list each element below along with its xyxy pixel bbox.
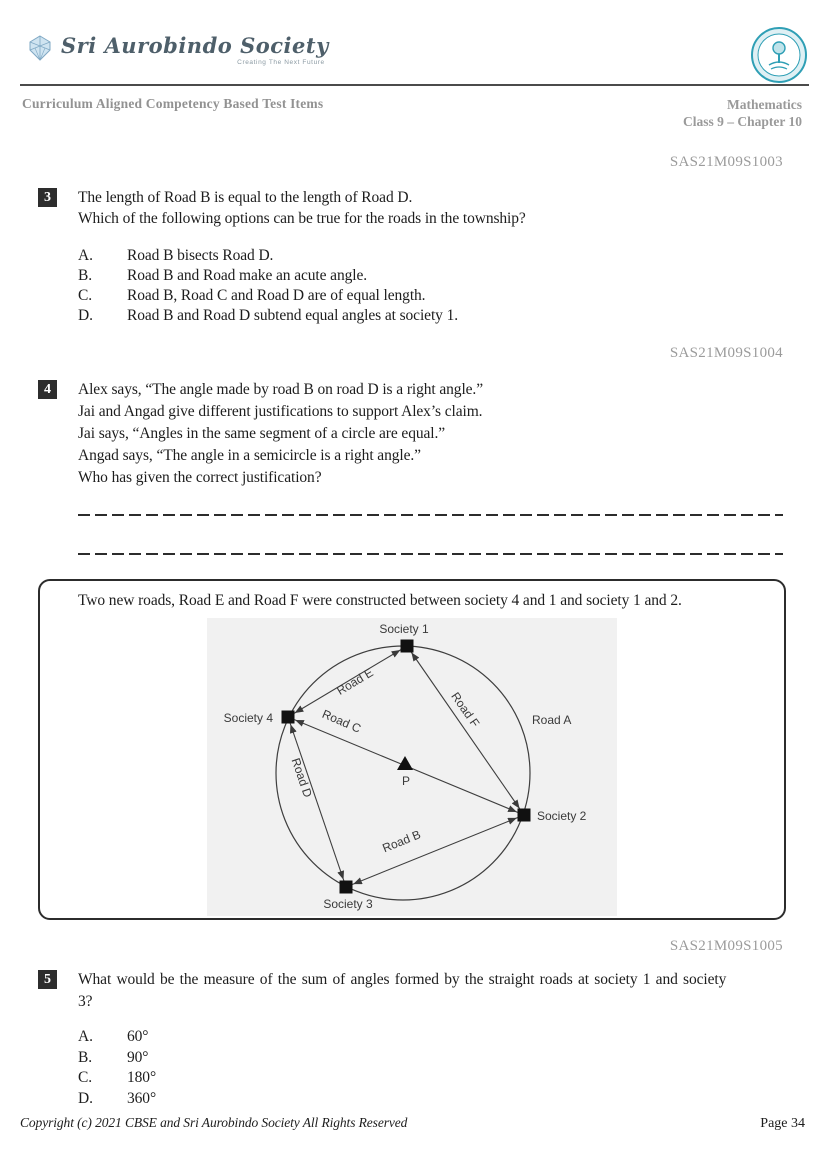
answer-blank-line xyxy=(78,514,783,516)
option-letter: C. xyxy=(78,287,93,304)
option-letter: A. xyxy=(78,1028,93,1045)
brand-tagline: Creating The Next Future xyxy=(237,59,325,66)
option-text: Road B, Road C and Road D are of equal l… xyxy=(127,287,426,304)
option-row: C. 180° xyxy=(78,1068,783,1089)
diamond-logo-icon xyxy=(29,35,51,61)
road-b-line xyxy=(345,814,525,888)
subject-label: Mathematics xyxy=(727,97,802,112)
options-list-q3: A. Road B bisects Road D. B. Road B and … xyxy=(78,246,783,326)
road-d-line xyxy=(287,716,347,888)
point-p-marker xyxy=(397,756,413,770)
society-4-marker xyxy=(281,710,295,724)
question-text-line: Jai and Angad give different justificati… xyxy=(78,403,483,420)
option-row: B. Road B and Road make an acute angle. xyxy=(78,266,783,286)
option-text: Road B bisects Road D. xyxy=(127,247,274,264)
answer-blank-line xyxy=(78,553,783,555)
option-text: 60° xyxy=(127,1028,149,1045)
page-footer: Copyright (c) 2021 CBSE and Sri Aurobind… xyxy=(20,1115,805,1132)
society-3-label: Society 3 xyxy=(323,897,373,911)
society-1-marker xyxy=(400,639,414,653)
question-number-badge-3: 3 xyxy=(38,188,57,207)
society-4-label: Society 4 xyxy=(224,711,274,725)
diagram-background xyxy=(207,618,617,916)
footer-copyright: Copyright (c) 2021 CBSE and Sri Aurobind… xyxy=(20,1115,408,1130)
options-list-q5: A. 60° B. 90° C. 180° D. 360° xyxy=(78,1027,783,1109)
option-row: A. 60° xyxy=(78,1027,783,1048)
header-divider xyxy=(20,84,809,86)
question-5: 5 What would be the measure of the sum o… xyxy=(38,969,788,1109)
society-1-label: Society 1 xyxy=(379,622,429,636)
question-3: 3 The length of Road B is equal to the l… xyxy=(38,187,788,326)
option-text: Road B and Road make an acute angle. xyxy=(127,267,368,284)
brand-logo: Sri Aurobindo Society Creating The Next … xyxy=(25,34,329,66)
chapter-label: Class 9 – Chapter 10 xyxy=(682,114,802,129)
question-text-line: Who has given the correct justification? xyxy=(78,469,322,486)
point-p-label: P xyxy=(402,774,410,788)
society-2-marker xyxy=(517,808,531,822)
option-row: B. 90° xyxy=(78,1048,783,1069)
question-text-line: Angad says, “The angle in a semicircle i… xyxy=(78,447,421,464)
option-text: 90° xyxy=(127,1048,149,1066)
school-emblem-icon xyxy=(750,26,808,89)
option-letter: B. xyxy=(78,1048,93,1066)
society-2-label: Society 2 xyxy=(537,809,587,823)
option-letter: C. xyxy=(78,1069,93,1086)
road-e-line xyxy=(287,645,408,718)
document-category: Curriculum Aligned Competency Based Test… xyxy=(22,96,324,111)
question-text-line: What would be the measure of the sum of … xyxy=(78,971,727,988)
question-code-4: SAS21M09S1004 xyxy=(669,345,783,361)
option-letter: D. xyxy=(78,1089,93,1107)
question-4: 4 Alex says, “The angle made by road B o… xyxy=(38,379,788,555)
option-letter: D. xyxy=(78,307,93,324)
question-code-5: SAS21M09S1005 xyxy=(669,938,783,954)
society-3-marker xyxy=(339,880,353,894)
subject-chapter-block: Mathematics Class 9 – Chapter 10 xyxy=(683,96,802,130)
option-row: C. Road B, Road C and Road D are of equa… xyxy=(78,286,783,306)
road-a-label: Road A xyxy=(532,713,571,727)
option-row: D. 360° xyxy=(78,1089,783,1110)
option-letter: B. xyxy=(78,267,93,284)
question-text-line: Which of the following options can be tr… xyxy=(78,210,526,227)
question-number-badge-5: 5 xyxy=(38,970,57,989)
question-number-badge-4: 4 xyxy=(38,380,57,399)
option-row: D. Road B and Road D subtend equal angle… xyxy=(78,306,783,326)
township-diagram: Society 1 Society 4 Society 2 Society 3 … xyxy=(207,618,617,916)
figure-box: Two new roads, Road E and Road F were co… xyxy=(38,579,786,920)
question-text-line: 3? xyxy=(78,993,93,1010)
option-text: 360° xyxy=(127,1089,157,1107)
option-row: A. Road B bisects Road D. xyxy=(78,246,783,266)
question-text-line: Jai says, “Angles in the same segment of… xyxy=(78,425,446,442)
brand-name: Sri Aurobindo Society xyxy=(61,33,329,58)
option-text: Road B and Road D subtend equal angles a… xyxy=(127,307,458,324)
option-text: 180° xyxy=(127,1069,157,1086)
question-text-line: The length of Road B is equal to the len… xyxy=(78,189,413,206)
question-code-3: SAS21M09S1003 xyxy=(669,154,783,170)
figure-caption: Two new roads, Road E and Road F were co… xyxy=(78,592,682,609)
option-letter: A. xyxy=(78,247,93,264)
question-text-line: Alex says, “The angle made by road B on … xyxy=(78,381,483,398)
page-number: Page 34 xyxy=(760,1116,805,1131)
